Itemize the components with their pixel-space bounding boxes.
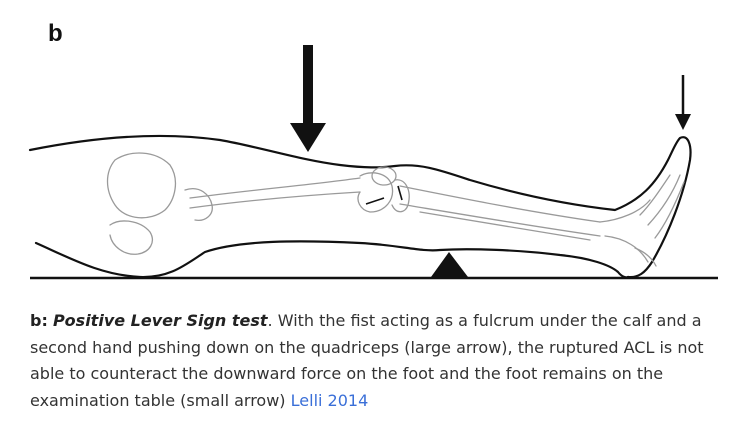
small-arrow-icon [675,75,691,130]
fulcrum-triangle [431,252,468,277]
knee-markers [365,185,403,205]
panel-label: b [48,20,63,47]
citation-link[interactable]: Lelli 2014 [290,390,369,410]
caption-label: b: [30,311,48,330]
bone-details [106,152,685,267]
leg-outline [28,134,692,279]
large-arrow-icon [290,45,326,152]
caption-title: Positive Lever Sign test [52,311,268,330]
figure-caption: b: Positive Lever Sign test. With the fi… [30,308,730,414]
caption-body: . With the fist acting as a fulcrum unde… [30,311,704,410]
figure: b [28,20,718,280]
leg-illustration [28,45,718,280]
